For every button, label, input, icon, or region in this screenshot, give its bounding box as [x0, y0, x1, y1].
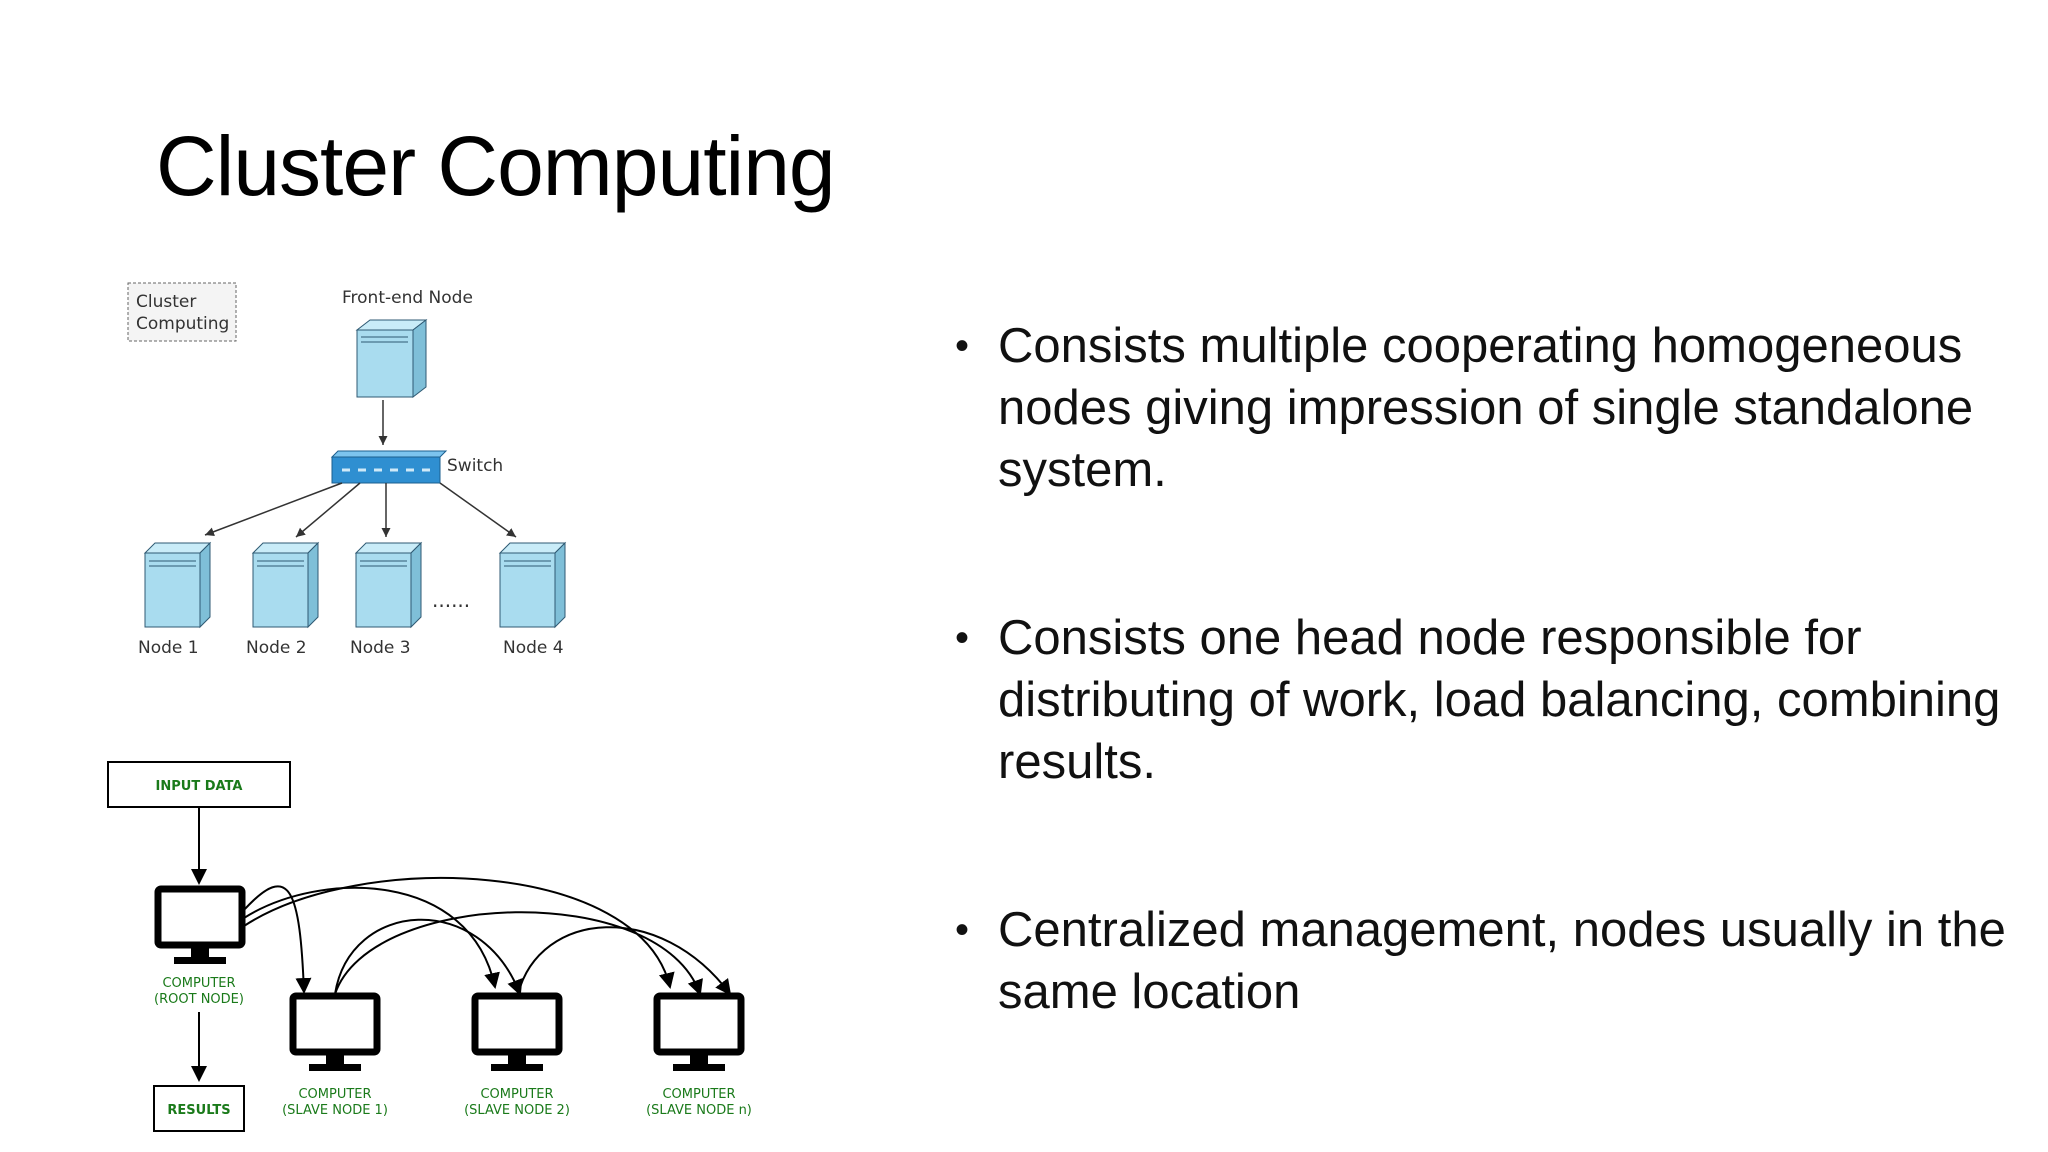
- bullet-dot-icon: •: [955, 324, 970, 368]
- slave-computer-icon: [289, 992, 381, 1071]
- node-server-icon: [251, 541, 320, 629]
- bullet-text: Centralized management, nodes usually in…: [998, 903, 2006, 1019]
- node-server-icon: [354, 541, 423, 629]
- root-label-line2: (ROOT NODE): [154, 992, 244, 1007]
- results-box: [153, 1085, 245, 1132]
- node-label: Node 2: [246, 638, 307, 658]
- root-label-line1: COMPUTER: [162, 976, 235, 991]
- node-ellipsis: ......: [432, 588, 470, 612]
- cluster-label-box: [127, 282, 237, 342]
- bullet-item: • Centralized management, nodes usually i…: [955, 899, 2015, 1023]
- input-data-box: [107, 761, 291, 808]
- bullet-text: Consists multiple cooperating homogeneou…: [998, 319, 1974, 497]
- slave-label-line1: COMPUTER: [480, 1087, 553, 1102]
- node-label: Node 3: [350, 638, 411, 658]
- slave-label-line2: (SLAVE NODE n): [646, 1103, 752, 1118]
- bullet-list: • Consists multiple cooperating homogeneo…: [955, 315, 2015, 1129]
- results-label: RESULTS: [167, 1103, 230, 1118]
- bullet-dot-icon: •: [955, 616, 970, 660]
- slave-label-line2: (SLAVE NODE 2): [464, 1103, 570, 1118]
- slave-computer-icon: [471, 992, 563, 1071]
- root-slave-diagram: INPUT DATA COMPUTER (ROOT NODE) RESULTS …: [107, 761, 752, 1132]
- switch-label: Switch: [447, 456, 503, 476]
- front-end-label: Front-end Node: [342, 288, 473, 308]
- node-label: Node 4: [503, 638, 564, 658]
- slave-label-line1: COMPUTER: [662, 1087, 735, 1102]
- bullet-item: • Consists one head node responsible for …: [955, 607, 2015, 793]
- cluster-label-line2: Computing: [136, 314, 229, 334]
- node-server-icon: [143, 541, 212, 629]
- bullet-dot-icon: •: [955, 908, 970, 952]
- slave-label-line2: (SLAVE NODE 1): [282, 1103, 388, 1118]
- cluster-topology-diagram: Cluster Computing Front-end Node Switch: [127, 282, 567, 658]
- bullet-text: Consists one head node responsible for d…: [998, 611, 2001, 789]
- input-data-label: INPUT DATA: [156, 779, 243, 794]
- node-label: Node 1: [138, 638, 199, 658]
- switch-icon: [330, 450, 448, 484]
- slave-label-line1: COMPUTER: [298, 1087, 371, 1102]
- bullet-item: • Consists multiple cooperating homogeneo…: [955, 315, 2015, 501]
- node-server-icon: [498, 541, 567, 629]
- cluster-label-line1: Cluster: [136, 292, 196, 312]
- slide-title: Cluster Computing: [156, 119, 836, 213]
- slave-computer-icon: [653, 992, 745, 1071]
- root-computer-icon: [154, 885, 246, 964]
- front-end-server-icon: [355, 318, 428, 399]
